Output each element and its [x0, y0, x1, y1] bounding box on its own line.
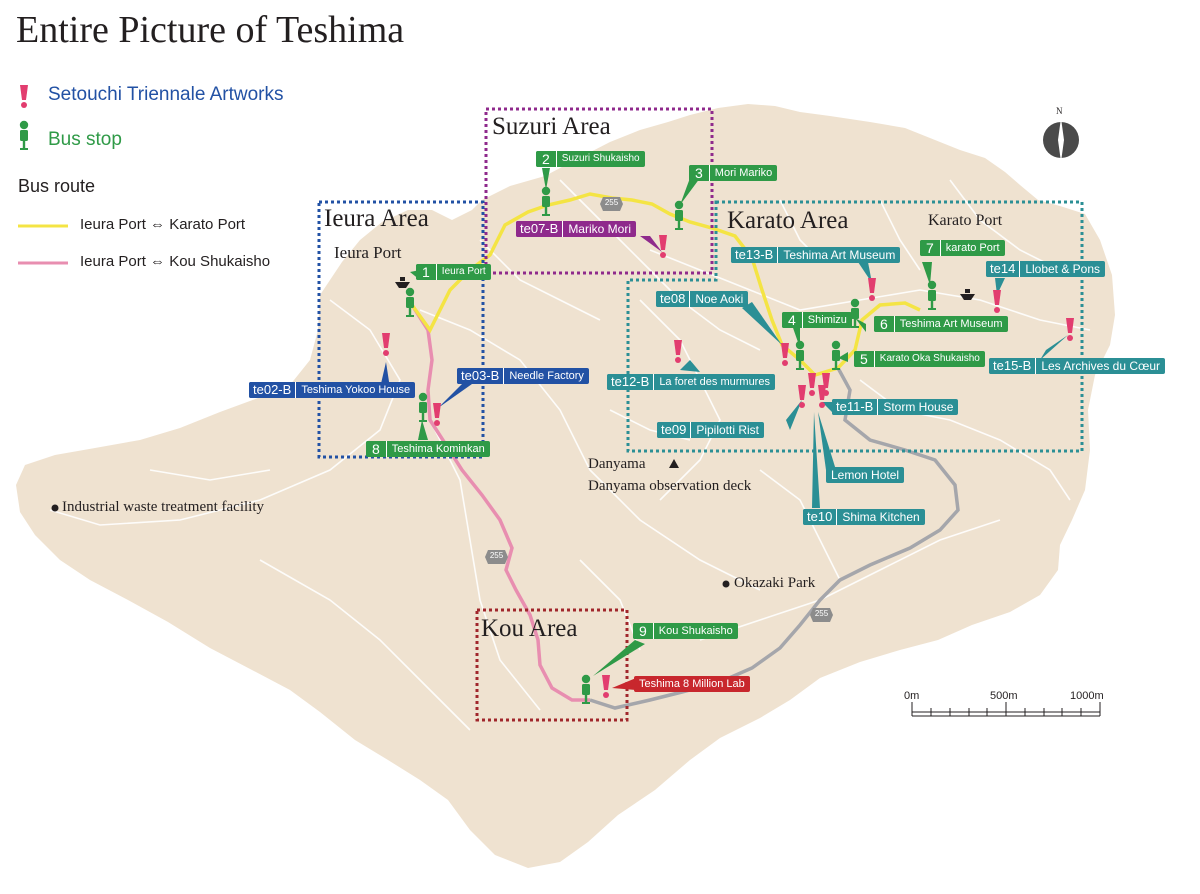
- suzuri-area-title: Suzuri Area: [492, 113, 611, 140]
- scale-bar: [911, 702, 1101, 717]
- legend-artworks-label: Setouchi Triennale Artworks: [48, 84, 284, 105]
- compass-icon: [1043, 118, 1079, 162]
- pink-route: [410, 304, 590, 702]
- road-network: [49, 179, 1091, 731]
- karato-area-title: Karato Area: [727, 207, 849, 234]
- legend-route-yellow-label: Ieura Port ⇔ Karato Port: [80, 216, 246, 233]
- kou-area-box: [475, 608, 629, 722]
- danyama-triangle: [669, 459, 679, 468]
- legend-bus-route-heading: Bus route: [18, 176, 96, 196]
- ieura-area-title: Ieura Area: [324, 205, 429, 232]
- road-number-3: 255: [814, 609, 829, 618]
- okazaki-dot: [722, 580, 730, 588]
- artwork-8-million-lab-label[interactable]: Teshima 8 Million Lab: [634, 676, 750, 692]
- scale-label-500: 500m: [990, 690, 1018, 702]
- karato-port-label: Karato Port: [928, 212, 1003, 229]
- road-number-1: 255: [604, 198, 619, 207]
- danyama-deck-label: Danyama observation deck: [588, 478, 752, 494]
- okazaki-park-label: Okazaki Park: [734, 575, 816, 591]
- page-title: Entire Picture of Teshima: [16, 9, 405, 51]
- ferry-icons: [395, 277, 975, 300]
- scale-label-0: 0m: [904, 690, 920, 702]
- industrial-facility-label: Industrial waste treatment facility: [62, 499, 265, 515]
- compass-north-label: N: [1056, 106, 1063, 116]
- legend-route-pink-label: Ieura Port ⇔ Kou Shukaisho: [80, 253, 271, 270]
- industrial-dot: [51, 504, 59, 512]
- ieura-port-label: Ieura Port: [334, 243, 402, 262]
- danyama-label: Danyama: [588, 456, 646, 472]
- artwork-lemon-hotel-label[interactable]: Lemon Hotel: [826, 467, 905, 483]
- scale-label-1000: 1000m: [1070, 690, 1104, 702]
- ieura-area-box: [317, 200, 485, 459]
- suzuri-area-box: [484, 107, 714, 275]
- island-land: [16, 104, 1115, 868]
- kou-area-title: Kou Area: [481, 615, 578, 642]
- road-shields: [485, 197, 833, 622]
- road-number-2: 255: [489, 551, 504, 560]
- legend-bus-stop-label: Bus stop: [48, 129, 122, 150]
- karato-area-box: [626, 200, 1084, 453]
